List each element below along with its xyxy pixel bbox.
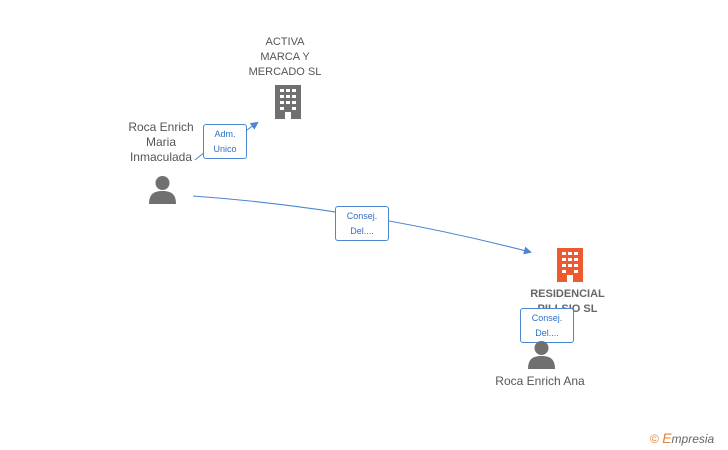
person-icon[interactable] xyxy=(527,340,556,369)
copyright-symbol: © xyxy=(650,432,659,446)
residencial-name-line1: RESIDENCIAL xyxy=(530,288,605,300)
edge-consej2-line2: Del.... xyxy=(535,328,559,338)
building-icon[interactable] xyxy=(272,85,304,119)
roca-ana-line1: Roca Enrich Ana xyxy=(495,374,585,388)
edge-label-consej-del-2[interactable]: Consej. Del.... xyxy=(520,308,574,343)
roca-maria-line2: Maria xyxy=(145,135,176,149)
edge-adm-line2: Unico xyxy=(213,144,237,154)
roca-maria-name[interactable]: Roca Enrich Maria Inmaculada xyxy=(115,120,207,165)
activa-name-line1: ACTIVA xyxy=(265,36,305,48)
building-icon[interactable] xyxy=(554,248,586,282)
edge-consej1-line1: Consej. xyxy=(346,211,378,221)
activa-name-line2: MARCA Y xyxy=(260,51,310,63)
edge-label-adm-unico[interactable]: Adm. Unico xyxy=(203,124,247,159)
edge-adm-line1: Adm. xyxy=(214,129,236,139)
roca-maria-line3: Inmaculada xyxy=(129,150,193,164)
edge-consej2-line1: Consej. xyxy=(531,313,563,323)
person-icon[interactable] xyxy=(148,175,177,204)
roca-ana-name[interactable]: Roca Enrich Ana xyxy=(480,374,600,389)
edge-label-consej-del[interactable]: Consej. Del.... xyxy=(335,206,389,241)
edge-consej1-line2: Del.... xyxy=(350,226,374,236)
activa-name-line3: MERCADO SL xyxy=(248,66,322,78)
empresia-watermark: © Empresia xyxy=(650,430,714,446)
roca-maria-line1: Roca Enrich xyxy=(128,120,194,134)
brand-initial: E xyxy=(662,430,672,446)
brand-name: mpresia xyxy=(671,432,715,446)
activa-company-name[interactable]: ACTIVA MARCA Y MERCADO SL xyxy=(240,35,330,80)
